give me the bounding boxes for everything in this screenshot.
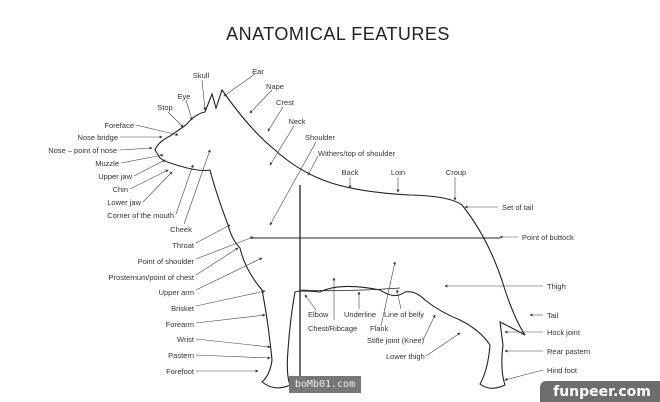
label-croup: Croup xyxy=(445,168,467,177)
label-pastern: Pastern xyxy=(168,351,194,360)
label-nape: Nape xyxy=(266,82,284,91)
label-cheek: Cheek xyxy=(170,225,192,234)
label-crest: Crest xyxy=(276,98,294,107)
label-eye: Eye xyxy=(177,92,191,101)
leader-lines xyxy=(119,73,544,381)
label-forearm: Forearm xyxy=(165,320,194,329)
label-prosternum: Prosternum/point of chest xyxy=(108,273,194,282)
label-skull: Skull xyxy=(192,71,210,80)
label-tail: Tail xyxy=(547,311,559,320)
label-corner-of-mouth: Corner of the mouth xyxy=(107,211,174,220)
label-stifle-joint: Stifle joint (Knee) xyxy=(367,336,425,345)
label-brisket: Brisket xyxy=(171,304,194,313)
label-lower-jaw: Lower jaw xyxy=(107,198,141,207)
dog-outline xyxy=(154,88,526,389)
label-nose-bridge: Nose bridge xyxy=(77,133,118,142)
label-loin: Loin xyxy=(390,168,406,177)
label-hock-joint: Hock joint xyxy=(547,328,580,337)
label-withers: Withers/top of shoulder xyxy=(318,149,396,158)
label-back: Back xyxy=(341,168,359,177)
label-neck: Neck xyxy=(288,117,306,126)
label-underline: Underline xyxy=(344,310,377,319)
label-shoulder: Shoulder xyxy=(305,133,336,142)
label-forefoot: Forefoot xyxy=(166,367,194,376)
label-upper-arm: Upper arm xyxy=(158,288,194,297)
label-stop: Stop xyxy=(157,103,173,112)
label-point-of-shoulder: Point of shoulder xyxy=(137,257,194,266)
label-flank: Flank xyxy=(370,324,389,333)
label-thigh: Thigh xyxy=(547,282,566,291)
label-nose-point: Nose – point of nose xyxy=(48,146,117,155)
label-lower-thigh: Lower thigh xyxy=(386,352,425,361)
label-throat: Throat xyxy=(172,241,194,250)
label-upper-jaw: Upper jaw xyxy=(98,172,132,181)
label-line-of-belly: Line of belly xyxy=(384,310,425,319)
label-rear-pastern: Rear pastern xyxy=(547,347,591,356)
watermark-funpeer: funpeer.com xyxy=(540,381,660,402)
label-elbow: Elbow xyxy=(308,310,329,319)
watermark-bomb01: boMb01.com xyxy=(289,376,361,393)
diagram-title: ANATOMICAL FEATURES xyxy=(226,24,450,44)
label-muzzle: Muzzle xyxy=(95,159,119,168)
label-point-of-buttock: Point of buttock xyxy=(522,233,574,242)
label-chest-ribcage: Chest/Ribcage xyxy=(308,324,358,333)
label-hind-foot: Hind foot xyxy=(547,366,578,375)
label-ear: Ear xyxy=(252,67,264,76)
label-wrist: Wrist xyxy=(177,335,194,344)
label-foreface: Foreface xyxy=(104,121,134,130)
label-set-of-tail: Set of tail xyxy=(502,203,534,212)
label-chin: Chin xyxy=(112,185,128,194)
